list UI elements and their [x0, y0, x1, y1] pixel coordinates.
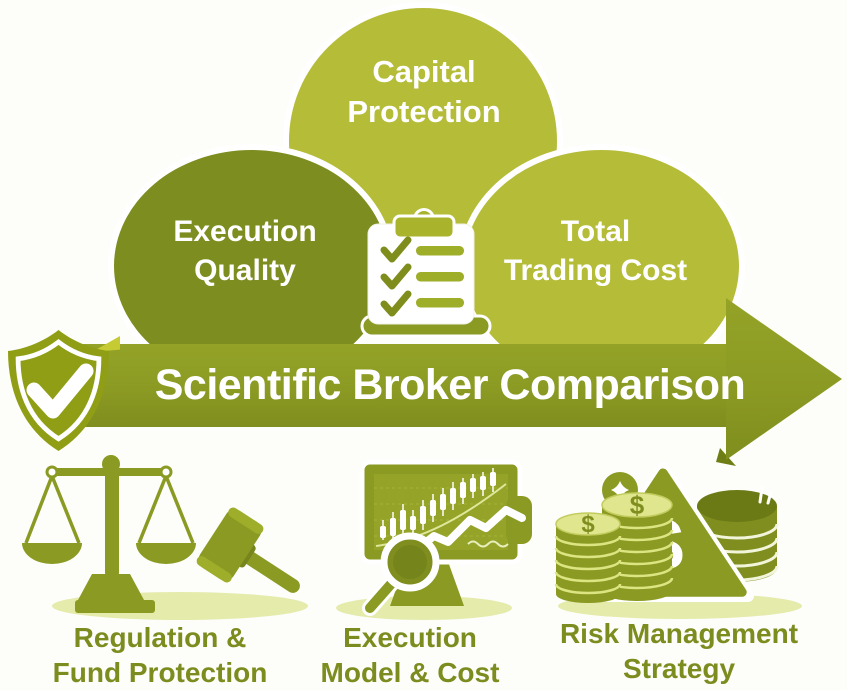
coin-stack-short: $ [554, 511, 622, 603]
coins-and-risk-triangle-icon: $ $ $ [554, 448, 802, 619]
checkmarks [380, 236, 412, 317]
gavel-icon [196, 507, 300, 593]
coin-dollar-sign: $ [630, 490, 645, 520]
coin-dollar-sign: $ [581, 511, 595, 538]
venn-label-total-trading-cost: Total Trading Cost [503, 215, 688, 287]
clipboard-checklist-icon [360, 208, 492, 338]
banner-title: Scientific Broker Comparison [154, 361, 746, 409]
pillar-label-regulation: Regulation & Fund Protection [52, 622, 268, 688]
monitor-chart-magnifier-icon [336, 459, 532, 620]
pillar-label-risk: Risk Management Strategy [559, 618, 799, 684]
venn-label-execution-quality: Execution Quality [173, 215, 317, 287]
scales-and-gavel-icon [22, 455, 308, 620]
shield-checkmark-icon [8, 330, 109, 451]
venn-label-capital-protection: Capital Protection [347, 54, 501, 130]
trend-zigzag-line [412, 506, 526, 554]
scales-of-justice [22, 455, 196, 613]
magnifier-icon [362, 532, 440, 616]
checklist-lines [416, 246, 464, 308]
pillar-label-execution: Execution Model & Cost [320, 622, 500, 688]
banner-arrow-body [58, 344, 732, 427]
